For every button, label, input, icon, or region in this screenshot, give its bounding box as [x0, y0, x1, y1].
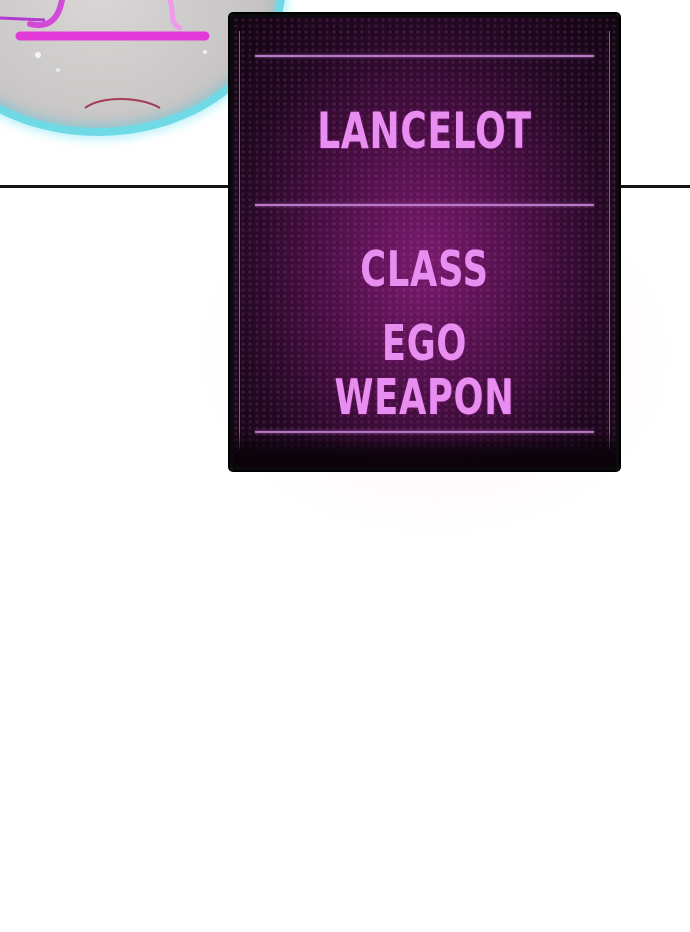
class-value: EGO WEAPON [334, 315, 515, 426]
bottom-rule [255, 431, 594, 433]
magenta-glyph-art [0, 0, 210, 109]
class-label: CLASS [360, 241, 489, 298]
status-window: LANCELOT CLASS EGO WEAPON [230, 14, 619, 470]
top-rule [255, 55, 594, 57]
bottom-shadow-band [233, 431, 616, 467]
item-name: LANCELOT [317, 102, 532, 160]
middle-rule [255, 204, 594, 206]
